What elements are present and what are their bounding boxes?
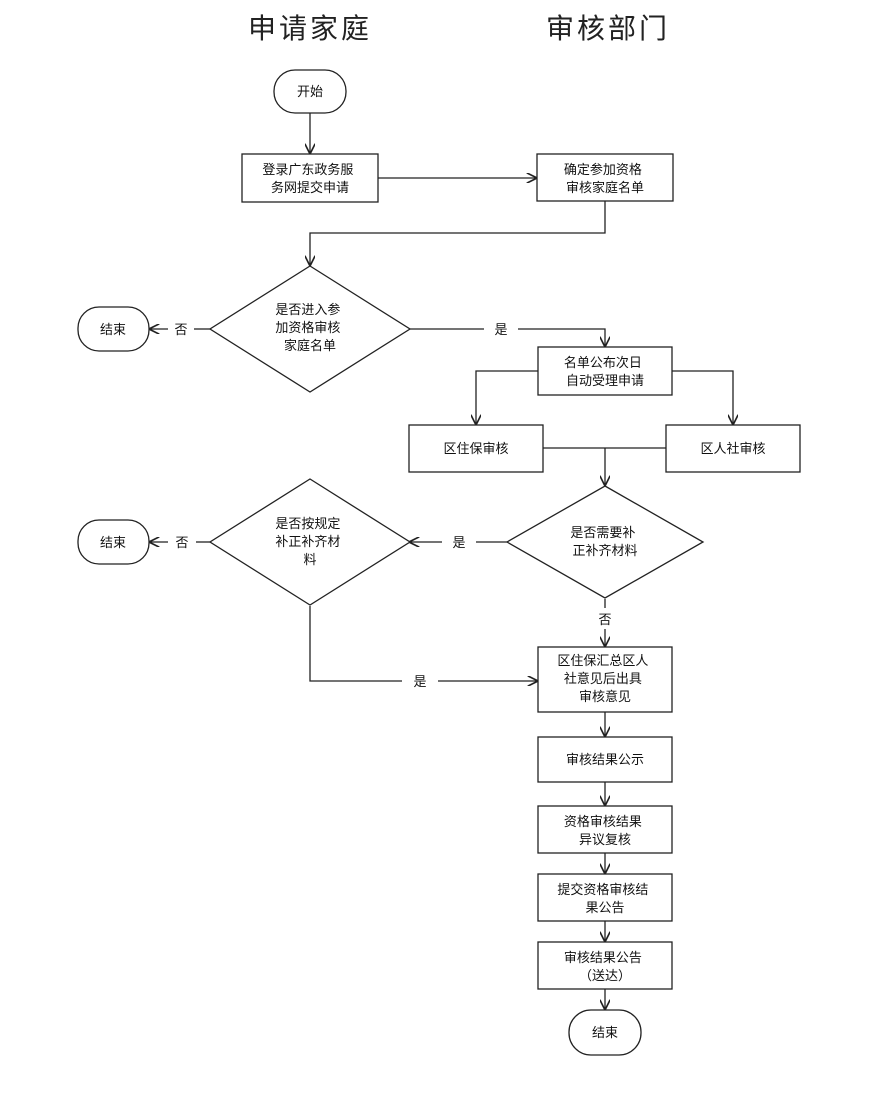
node-label-line: 名单公布次日 xyxy=(564,355,642,371)
decision-supplement-as-required: 是否按规定 补正补齐材 料 xyxy=(208,478,412,606)
result-announce-node: 审核结果公示 xyxy=(537,736,673,783)
edge-label-no: 否 xyxy=(598,613,611,628)
node-label-line: 审核家庭名单 xyxy=(566,180,644,196)
decision-shape xyxy=(505,485,705,599)
process-shape xyxy=(241,153,379,203)
node-label-line: 区住保汇总区人 xyxy=(557,654,648,669)
node-label-line: 登录广东政务服 xyxy=(262,162,353,178)
process-shape xyxy=(536,153,674,202)
decision-shape xyxy=(208,478,412,606)
process-shape xyxy=(537,736,673,783)
node-label: 结束 xyxy=(100,536,126,551)
node-label-line: 社意见后出具 xyxy=(564,671,642,687)
node-label: 是否按规定 补正补齐材 料 xyxy=(275,517,344,568)
node-label-line: （送达） xyxy=(579,969,631,984)
node-label-line: 家庭名单 xyxy=(284,338,336,354)
summary-opinion-node: 区住保汇总区人 社意见后出具 审核意见 xyxy=(537,646,673,713)
node-label: 登录广东政务服 务网提交申请 xyxy=(262,162,357,196)
edge-decision-publish-b xyxy=(518,328,605,346)
submit-announcement-node: 提交资格审核结 果公告 xyxy=(537,873,673,922)
edge-label-no: 否 xyxy=(174,323,187,338)
node-label-line: 料 xyxy=(303,553,316,568)
login-submit-node: 登录广东政务服 务网提交申请 xyxy=(241,153,379,203)
node-label: 是否进入参 加资格审核 家庭名单 xyxy=(275,302,344,354)
node-label: 区人社审核 xyxy=(700,441,765,457)
node-label: 结束 xyxy=(592,1026,618,1041)
edge-confirm-decision xyxy=(310,201,606,265)
end-node-2: 结束 xyxy=(77,519,150,565)
decision-enter-list: 是否进入参 加资格审核 家庭名单 xyxy=(208,265,412,393)
node-label-line: 开始 xyxy=(297,85,323,100)
edge-label-no: 否 xyxy=(175,536,188,551)
node-label-line: 果公告 xyxy=(585,901,624,916)
node-label-line: 资格审核结果 xyxy=(564,814,642,830)
node-label: 区住保汇总区人 社意见后出具 审核意见 xyxy=(557,654,652,705)
node-label: 开始 xyxy=(297,85,323,100)
node-label-line: 确定参加资格 xyxy=(564,162,642,178)
start-node: 开始 xyxy=(273,69,347,114)
terminator-shape xyxy=(568,1009,642,1056)
node-label: 审核结果公示 xyxy=(566,753,644,768)
node-label-line: 审核结果公告 xyxy=(564,951,642,966)
process-shape xyxy=(537,873,673,922)
node-label-line: 是否进入参 xyxy=(275,302,340,318)
node-label-line: 加资格审核 xyxy=(275,320,340,336)
node-label-line: 是否按规定 xyxy=(275,517,340,532)
node-label-line: 结束 xyxy=(100,536,126,551)
end-node-3: 结束 xyxy=(568,1009,642,1056)
confirm-list-node: 确定参加资格 审核家庭名单 xyxy=(536,153,674,202)
node-label-line: 审核结果公示 xyxy=(566,753,644,768)
objection-review-node: 资格审核结果 异议复核 xyxy=(537,805,673,854)
process-shape xyxy=(537,941,673,990)
node-label: 确定参加资格 审核家庭名单 xyxy=(564,162,646,196)
edge-label-yes: 是 xyxy=(452,536,465,551)
node-label: 结束 xyxy=(100,323,126,338)
process-shape xyxy=(408,424,544,473)
node-label-line: 提交资格审核结 xyxy=(557,882,648,898)
terminator-shape xyxy=(77,306,150,352)
header-reviewer: 审核部门 xyxy=(546,12,670,45)
announcement-delivery-node: 审核结果公告 （送达） xyxy=(537,941,673,990)
edge-supplement-summary-a xyxy=(309,606,402,682)
node-label-line: 正补齐材料 xyxy=(572,543,637,559)
decision-shape xyxy=(208,265,412,393)
node-label-line: 区人社审核 xyxy=(700,441,765,457)
node-label-line: 自动受理申请 xyxy=(566,374,644,389)
decision-need-supplement: 是否需要补 正补齐材料 xyxy=(505,485,705,599)
terminator-shape xyxy=(273,69,347,114)
edge-label-yes: 是 xyxy=(494,323,507,338)
terminator-shape xyxy=(77,519,150,565)
node-label: 审核结果公告 （送达） xyxy=(564,951,646,984)
housing-review-node: 区住保审核 xyxy=(408,424,544,473)
node-label: 区住保审核 xyxy=(443,442,508,457)
node-label: 名单公布次日 自动受理申请 xyxy=(564,355,646,389)
connectors xyxy=(150,113,733,1009)
node-label: 资格审核结果 异议复核 xyxy=(564,814,646,848)
node-label-line: 审核意见 xyxy=(579,689,631,705)
social-review-node: 区人社审核 xyxy=(665,424,801,473)
node-label-line: 补正补齐材 xyxy=(275,534,340,550)
process-shape xyxy=(665,424,801,473)
node-label-line: 区住保审核 xyxy=(443,442,508,457)
edge-publish-housing xyxy=(476,370,538,424)
process-shape xyxy=(537,805,673,854)
node-label-line: 是否需要补 xyxy=(570,526,635,541)
node-label-line: 务网提交申请 xyxy=(271,180,349,196)
node-label: 是否需要补 正补齐材料 xyxy=(570,526,639,559)
node-label-line: 结束 xyxy=(100,323,126,338)
process-shape xyxy=(537,346,673,396)
end-node-1: 结束 xyxy=(77,306,150,352)
edge-label-yes: 是 xyxy=(413,675,426,690)
node-label: 提交资格审核结 果公告 xyxy=(557,882,652,916)
node-label-line: 异议复核 xyxy=(579,833,631,848)
node-label-line: 结束 xyxy=(592,1026,618,1041)
edge-publish-social xyxy=(672,370,733,424)
process-shape xyxy=(537,646,673,713)
publish-accept-node: 名单公布次日 自动受理申请 xyxy=(537,346,673,396)
header-applicant: 申请家庭 xyxy=(248,12,372,45)
